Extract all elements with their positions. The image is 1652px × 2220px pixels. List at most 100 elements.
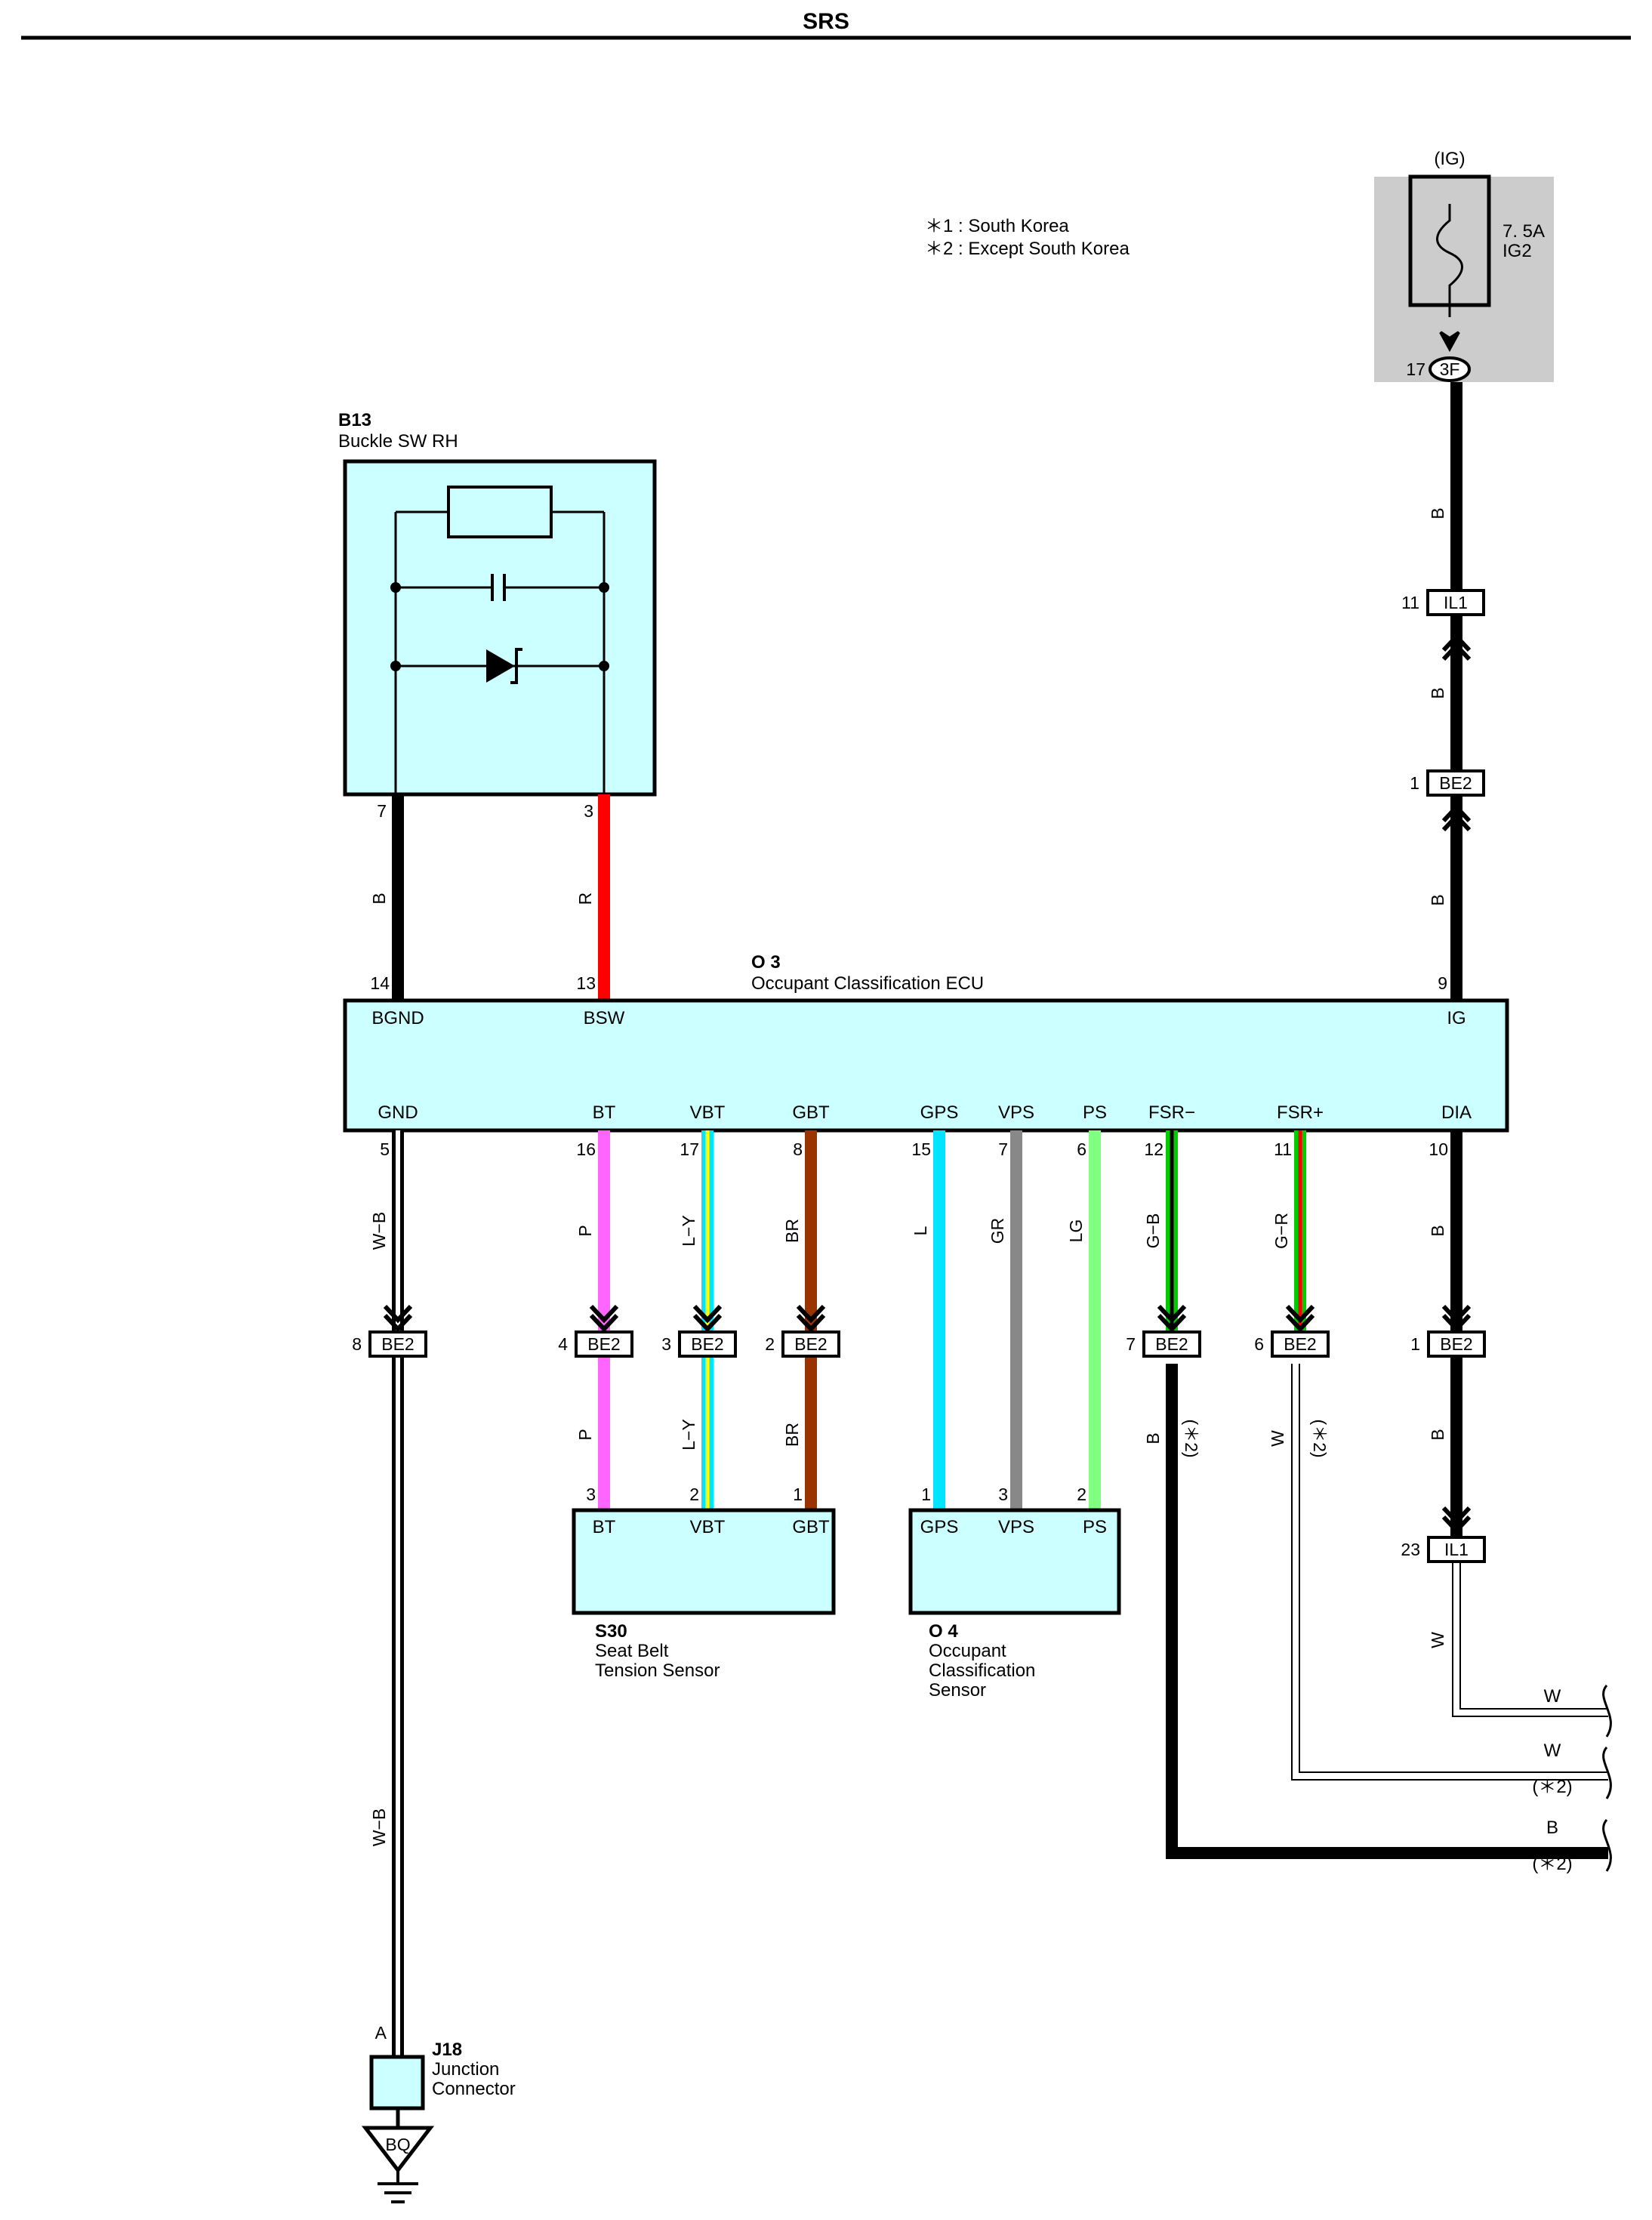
wire-end-w-2-note: (＊2) [1532,1777,1572,1797]
ecu-terminal-gbt: GBT [792,1102,830,1123]
s30-pin-gbt: 1 [793,1485,803,1504]
wire-color-fsrp-1: G−R [1271,1213,1291,1249]
connector-il1-dia-label: IL1 [1444,1540,1469,1559]
connector-be2-vbt: BE2 3 [661,1330,737,1358]
connector-be2-gnd-pin: 8 [352,1334,362,1354]
s30-terminal-bt: BT [593,1517,616,1537]
o4-terminal-gps: GPS [920,1517,959,1537]
wire-color-gbt-2: BR [782,1423,802,1447]
ecu-pin-fsr-minus: 12 [1144,1139,1163,1159]
fuse-connector-label: 3F [1440,359,1460,379]
wire-color-dia-2: B [1428,1429,1447,1440]
wire-color-gbt-1: BR [782,1219,802,1243]
b13-box [343,459,657,797]
seat-belt-tension-sensor-s30: 3 2 1 BT VBT GBT S30 Seat Belt Tension S… [572,1485,836,1681]
s30-name-2: Tension Sensor [595,1660,720,1681]
ecu-code: O 3 [751,952,781,973]
b13-code: B13 [338,410,371,430]
wire-end-b: B [1546,1818,1558,1838]
fuse-symbol-icon [1436,204,1463,317]
s30-name-1: Seat Belt [595,1641,669,1661]
fuse-connector-3f [1429,356,1471,382]
j18-code: J18 [432,2040,462,2060]
wire-color-bt-1: P [575,1225,595,1236]
ecu-pin-bgnd: 14 [370,973,390,993]
occupant-classification-sensor-o4: 1 3 2 GPS VPS PS O 4 Occupant Classifica… [908,1485,1121,1700]
connector-be2-fsr-plus: BE2 6 [1254,1330,1330,1358]
connector-be2-gbt-label: BE2 [794,1334,827,1354]
ecu-terminal-fsr-plus: FSR+ [1277,1102,1324,1123]
wire-color-ig-2: B [1428,687,1447,698]
ecu-pin-fsr-plus: 11 [1274,1139,1292,1159]
o4-terminal-vps: VPS [998,1517,1034,1537]
connector-be2-dia-pin: 1 [1410,1334,1420,1354]
wire-color-fsrm-1: G−B [1143,1213,1163,1249]
o4-terminal-ps: PS [1083,1517,1107,1537]
ecu-pin-ps: 6 [1077,1139,1086,1159]
connector-be2-gbt-pin: 2 [765,1334,775,1354]
ecu-pin-dia: 10 [1429,1139,1448,1159]
wire-color-dia-1: B [1428,1225,1447,1236]
s30-terminal-gbt: GBT [792,1517,830,1537]
wire-end-w-1: W [1544,1686,1561,1707]
connector-il1-dia-pin: 23 [1401,1540,1420,1559]
connector-be2-fsrm-label: BE2 [1155,1334,1188,1354]
connector-be2-gnd-label: BE2 [381,1334,414,1354]
wire-color-ig-3: B [1428,894,1447,905]
note-1: ＊1 : South Korea [925,216,1069,236]
wire-break-icon [1602,1685,1612,1872]
connector-be2-gbt: BE2 2 [765,1330,840,1358]
ecu-terminal-fsr-minus: FSR− [1148,1102,1195,1123]
wire-color-fsrm-2: B [1143,1432,1163,1444]
wire-note-fsrp: (＊2) [1310,1419,1330,1457]
ecu-terminal-bt: BT [593,1102,616,1123]
connector-be2-top: BE2 1 [1410,769,1485,797]
wire-fsr-plus [1291,1130,1608,1781]
connector-be2-fsrp-pin: 6 [1254,1334,1264,1354]
fuse-arrow-icon [1439,331,1460,353]
fuse-rating: 7. 5A [1503,221,1545,242]
wire-color-ps: LG [1066,1219,1086,1243]
connector-be2-vbt-pin: 3 [661,1334,671,1354]
fuse-block: (IG) 7. 5A IG2 3F 17 [1374,149,1554,382]
fuse-supply: (IG) [1434,149,1465,169]
s30-pin-vbt: 2 [689,1485,699,1504]
b13-pin-b: 7 [377,801,387,821]
connector-be2-top-label: BE2 [1439,773,1472,793]
ecu-box [343,998,1509,1133]
connector-il1-dia: IL1 23 [1401,1536,1486,1563]
connector-il1-top-label: IL1 [1444,593,1468,612]
page-title: SRS [803,9,849,34]
s30-pin-bt: 3 [586,1485,596,1504]
wire-color-gnd-2: W−B [369,1808,389,1846]
connector-be2-vbt-label: BE2 [691,1334,723,1354]
connector-be2-bt: BE2 4 [558,1330,633,1358]
connector-il1-top-pin: 11 [1401,593,1419,612]
wire-end-b-note: (＊2) [1532,1854,1572,1874]
ecu-terminal-gnd: GND [378,1102,418,1123]
fuse-pin: 17 [1406,359,1425,379]
connector-il1-top: IL1 11 [1401,589,1485,616]
ecu-terminal-ps: PS [1083,1102,1107,1123]
wire-color-gps: L [911,1226,930,1235]
buckle-switch-b13: B13 Buckle SW RH 7 3 [338,410,657,821]
j18-name-2: Connector [432,2079,516,2099]
ecu-pin-gbt: 8 [793,1139,803,1159]
ecu-terminal-vbt: VBT [690,1102,726,1123]
connector-be2-bt-label: BE2 [587,1334,620,1354]
connector-be2-fsrm-pin: 7 [1126,1334,1136,1354]
ecu-pin-bt: 16 [576,1139,596,1159]
o4-name-2: Classification [929,1660,1035,1681]
note-2: ＊2 : Except South Korea [925,239,1130,259]
b13-pin-r: 3 [584,801,593,821]
ecu-terminal-dia: DIA [1441,1102,1472,1123]
ecu-name: Occupant Classification ECU [751,973,984,994]
o4-name-1: Occupant [929,1641,1006,1661]
ecu-terminal-vps: VPS [998,1102,1034,1123]
wire-color-vbt-1: L−Y [679,1215,698,1247]
wire-color-gnd-1: W−B [369,1212,389,1250]
wire-color-fsrp-2: W [1268,1430,1287,1447]
j18-box [369,2055,425,2111]
wire-end-w-2: W [1544,1741,1561,1761]
